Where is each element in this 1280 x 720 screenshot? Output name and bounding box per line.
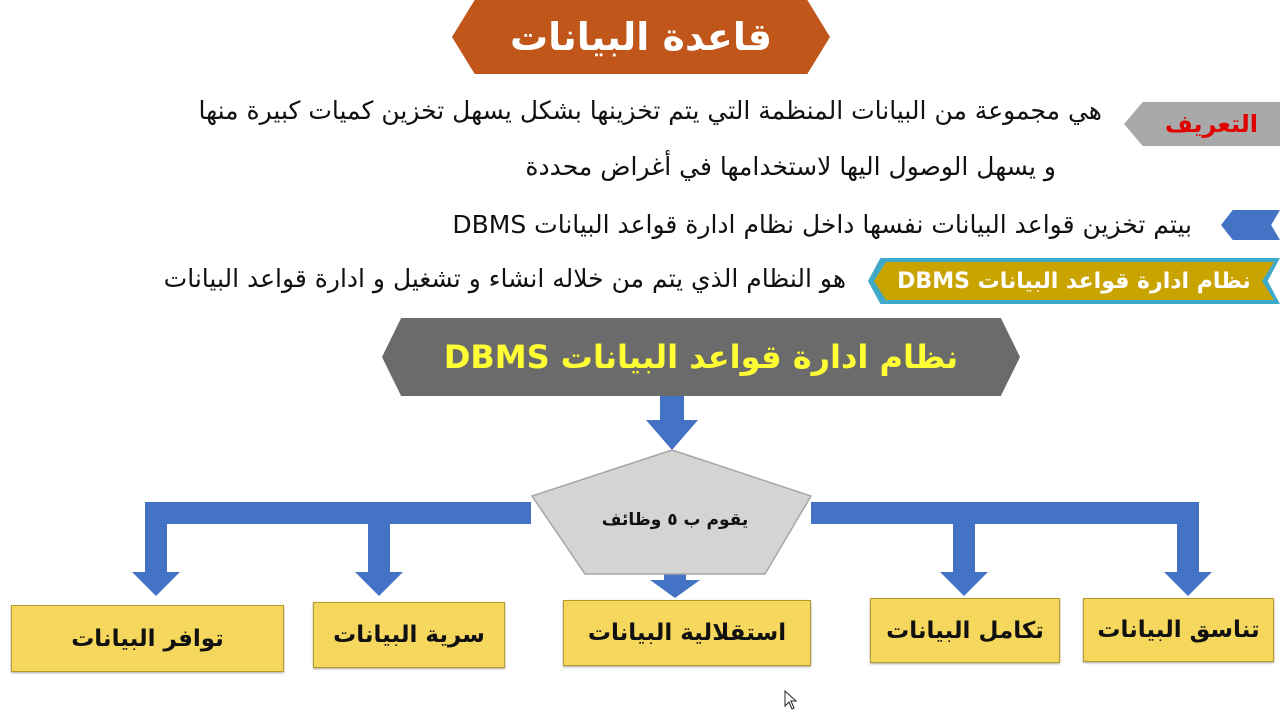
down-arrow-main — [646, 396, 698, 450]
down-arrow-3 — [650, 572, 700, 598]
function-box-integrity: تكامل البيانات — [870, 598, 1060, 663]
function-box-independence: استقلالية البيانات — [563, 600, 811, 666]
left-branch-bar — [145, 502, 531, 524]
diagram-main-box: نظام ادارة قواعد البيانات DBMS — [382, 318, 1020, 396]
definition-tag: التعريف — [1124, 102, 1280, 146]
dbms-tag: نظام ادارة قواعد البيانات DBMS — [874, 262, 1274, 300]
page-title: قاعدة البيانات — [452, 0, 830, 74]
bullet-line: بيتم تخزين قواعد البيانات نفسها داخل نظا… — [452, 210, 1192, 239]
function-box-consistency: تناسق البيانات — [1083, 598, 1274, 662]
definition-line-2: و يسهل الوصول اليها لاستخدامها في أغراض … — [525, 152, 1056, 181]
definition-line-1: هي مجموعة من البيانات المنظمة التي يتم ت… — [198, 96, 1103, 125]
right-branch-bar — [811, 502, 1199, 524]
down-arrow-5 — [1164, 502, 1212, 596]
center-pentagon-label: يقوم ب ٥ وظائف — [601, 510, 749, 530]
down-arrow-1 — [132, 502, 180, 596]
center-pentagon — [530, 449, 813, 575]
function-box-availability: توافر البيانات — [11, 605, 284, 672]
function-box-security: سرية البيانات — [313, 602, 505, 668]
down-arrow-2 — [355, 502, 403, 596]
mouse-cursor-icon — [784, 690, 798, 710]
bullet-arrow-icon — [1221, 210, 1280, 240]
down-arrow-4 — [940, 502, 988, 596]
dbms-definition-text: هو النظام الذي يتم من خلاله انشاء و تشغي… — [163, 264, 846, 293]
